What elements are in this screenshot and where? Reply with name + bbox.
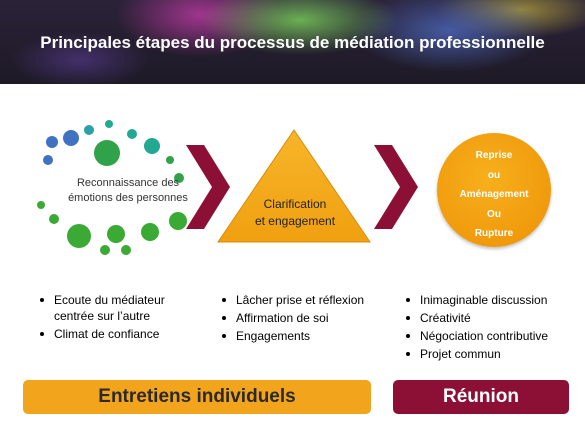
list-item: Ecoute du médiateur centrée sur l’autre xyxy=(38,292,208,324)
list-item: Créativité xyxy=(404,310,582,326)
list-item: Lâcher prise et réflexion xyxy=(220,292,400,308)
dot xyxy=(141,223,159,241)
clarification-triangle xyxy=(217,129,371,243)
outcome-line: Ou xyxy=(487,208,501,220)
list-item: Inimaginable discussion xyxy=(404,292,582,308)
outcome-line: ou xyxy=(487,169,501,181)
bullets-col1: Ecoute du médiateur centrée sur l’autre … xyxy=(38,292,208,344)
dot xyxy=(121,245,131,255)
list-item: Engagements xyxy=(220,328,400,344)
bullets-col2: Lâcher prise et réflexion Affirmation de… xyxy=(220,292,400,346)
reunion-bar: Réunion xyxy=(393,380,569,414)
outcome-circle xyxy=(437,133,551,247)
step2-label-line1: Clarification xyxy=(263,197,327,211)
dot xyxy=(46,136,58,148)
outcome-circle-text: Reprise ou Aménagement Ou Rupture xyxy=(437,146,551,244)
dot xyxy=(166,156,174,164)
outcome-line: Aménagement xyxy=(459,189,529,200)
outcome-line: Rupture xyxy=(474,228,514,239)
dot xyxy=(105,120,113,128)
dot xyxy=(94,140,120,166)
bullets-col3: Inimaginable discussion Créativité Négoc… xyxy=(404,292,582,364)
entretiens-individuels-bar: Entretiens individuels xyxy=(23,380,371,414)
dot xyxy=(107,225,125,243)
dot xyxy=(100,245,110,255)
header-banner: Principales étapes du processus de média… xyxy=(0,0,585,84)
list-item: Négociation contributive xyxy=(404,328,582,344)
dot xyxy=(43,155,53,165)
dot xyxy=(67,224,91,248)
page-title: Principales étapes du processus de média… xyxy=(40,33,545,52)
list-item: Climat de confiance xyxy=(38,326,208,342)
dot xyxy=(49,214,59,224)
dot xyxy=(127,129,137,139)
chevron-arrow-2-icon xyxy=(374,145,418,229)
dot xyxy=(174,173,184,183)
step2-label: Clarification et engagement xyxy=(230,196,360,230)
step1-label: Reconnaissance des émotions des personne… xyxy=(58,176,198,206)
step1-label-line1: Reconnaissance des xyxy=(76,177,180,189)
dot xyxy=(169,212,187,230)
step1-label-line2: émotions des personnes xyxy=(68,192,188,204)
list-item: Projet commun xyxy=(404,346,582,362)
emotions-dot-ring xyxy=(37,120,187,255)
dot xyxy=(84,125,94,135)
step2-label-line2: et engagement xyxy=(254,214,336,228)
outcome-line: Reprise xyxy=(475,150,513,161)
dot xyxy=(144,138,160,154)
chevron-arrow-1-icon xyxy=(186,145,230,229)
dot xyxy=(63,130,79,146)
list-item: Affirmation de soi xyxy=(220,310,400,326)
dot xyxy=(37,201,45,209)
